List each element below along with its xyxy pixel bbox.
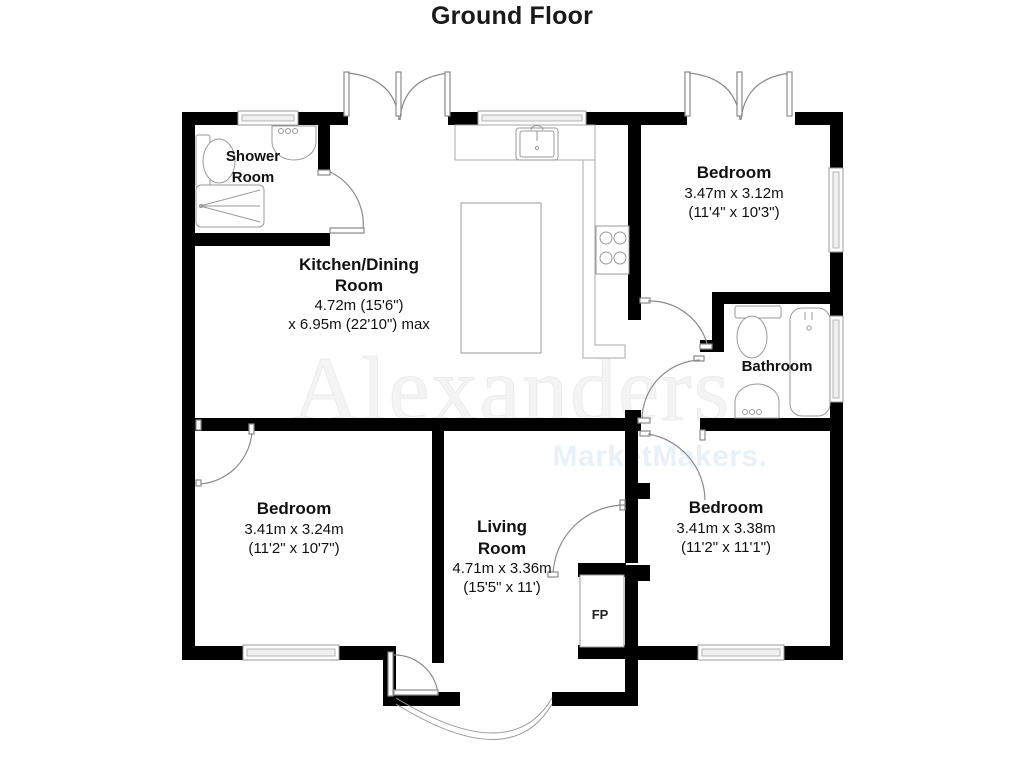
window-bedroom-bottom-left [242, 644, 340, 661]
door-french-kitchen-west [343, 71, 451, 121]
wall-top-left-a [182, 112, 240, 125]
wall-kitchen-bedroom-divider-b [628, 290, 641, 320]
wall-bottom-left-b [338, 646, 396, 660]
wall-living-right-b [625, 498, 638, 563]
wall-shower-right-upper [318, 125, 330, 170]
window-bedroom-bottom-right [697, 644, 785, 661]
fixture-toilet-bathroom [734, 305, 782, 359]
room-labels: Shower Room Kitchen/Dining Room 4.72m (1… [226, 148, 813, 622]
wall-left-upper [182, 112, 195, 246]
label-living-line1: Living [477, 517, 527, 536]
window-bathroom [828, 315, 844, 403]
wall-top-right-a [641, 112, 687, 125]
doors [195, 71, 793, 697]
label-kitchen-line2: Room [335, 276, 383, 295]
window-shower-room [237, 110, 299, 126]
wall-bathroom-left-upper [712, 292, 724, 348]
fixture-basin-shower-room [271, 125, 317, 161]
wall-bay-bottom-right [552, 692, 638, 706]
fixture-basin-bathroom [734, 383, 780, 419]
wall-bottom-right-b [782, 646, 843, 660]
window-bay-living-room [395, 697, 553, 740]
wall-central-nib [625, 410, 641, 431]
wall-right-b [830, 250, 843, 305]
label-bedroom-tr-dim-metric: 3.47m x 3.12m [684, 185, 783, 202]
wall-bathroom-top [712, 292, 832, 304]
window-kitchen [477, 110, 587, 126]
door-hall-lower [637, 355, 705, 424]
wall-bottom-left-a [182, 646, 244, 660]
wall-top-kitchen-left [448, 112, 482, 125]
label-bedroom-bl-dim-metric: 3.41m x 3.24m [244, 521, 343, 538]
fixture-shower-tray [195, 184, 265, 228]
label-living-dim-metric: 4.71m x 3.36m [452, 560, 551, 577]
wall-bay-right-vert [625, 660, 638, 706]
wall-living-right-nib-a [625, 483, 650, 499]
label-kitchen-dim-metric: 4.72m (15'6") [314, 297, 403, 314]
wall-bottom-right-a [638, 646, 700, 660]
label-kitchen-line1: Kitchen/Dining [299, 255, 419, 274]
fixture-toilet-shower-room [195, 134, 236, 188]
wall-fireplace-bottom [578, 645, 626, 659]
label-kitchen-dim-imperial: x 6.95m (22'10") max [288, 316, 430, 333]
wall-right-c [830, 297, 843, 317]
door-living-room [547, 499, 626, 578]
door-hall-upper [639, 297, 713, 350]
wall-living-right-a [625, 431, 638, 485]
label-living-dim-imperial: (15'5" x 11') [463, 579, 540, 596]
label-living-line2: Room [478, 539, 526, 558]
wall-top-kitchen-right [583, 112, 640, 125]
label-shower-room-line1: Shower [226, 148, 280, 165]
label-bedroom-tr-name: Bedroom [697, 163, 772, 182]
door-shower-room [317, 169, 365, 234]
wall-kitchen-bedroom-divider [628, 112, 641, 302]
fixture-kitchen-hob [595, 225, 630, 275]
wall-bedroom-living-divider [432, 425, 444, 663]
watermark: Alexanders MarketMakers. [292, 338, 768, 474]
label-bathroom-name: Bathroom [742, 358, 813, 375]
wall-living-right-nib-b [625, 565, 650, 581]
label-bedroom-br-name: Bedroom [689, 498, 764, 517]
label-bedroom-bl-name: Bedroom [257, 499, 332, 518]
wall-left-main [182, 230, 195, 650]
fixture-kitchen-sink [515, 125, 559, 161]
door-entrance [387, 651, 439, 697]
wall-shower-right-lower [318, 233, 330, 246]
door-french-bedroom-north [684, 71, 793, 121]
wall-fireplace-top [578, 563, 626, 577]
wall-right-a [830, 112, 843, 170]
wall-structure [182, 112, 843, 706]
label-bedroom-tr-dim-imperial: (11'4" x 10'3") [688, 204, 779, 221]
door-bedroom-bottom-left [195, 419, 255, 487]
wall-top-left-b [296, 112, 348, 125]
label-bedroom-br-dim-metric: 3.41m x 3.38m [676, 520, 775, 537]
wall-bathroom-bottom [700, 418, 843, 431]
fixture-bath [789, 307, 831, 417]
label-bedroom-br-dim-imperial: (11'2" x 11'1") [681, 539, 771, 556]
fixture-kitchen-island [460, 202, 542, 354]
wall-right-d [830, 400, 843, 652]
window-bedroom-top-right [828, 167, 844, 253]
page-title: Ground Floor [430, 2, 594, 30]
fixture-fireplace [579, 574, 625, 648]
label-bedroom-bl-dim-imperial: (11'2" x 10'7") [248, 540, 339, 557]
watermark-sub-text: MarketMakers. [553, 440, 768, 473]
label-fireplace: FP [592, 607, 609, 622]
wall-shower-bottom [182, 233, 322, 246]
wall-central-horizontal [195, 418, 638, 431]
watermark-main-text: Alexanders [293, 338, 732, 440]
fixtures [195, 124, 831, 648]
door-bedroom-bottom-right [639, 429, 706, 501]
wall-living-right-c [625, 578, 638, 660]
label-shower-room-line2: Room [232, 169, 275, 186]
windows [237, 110, 844, 740]
